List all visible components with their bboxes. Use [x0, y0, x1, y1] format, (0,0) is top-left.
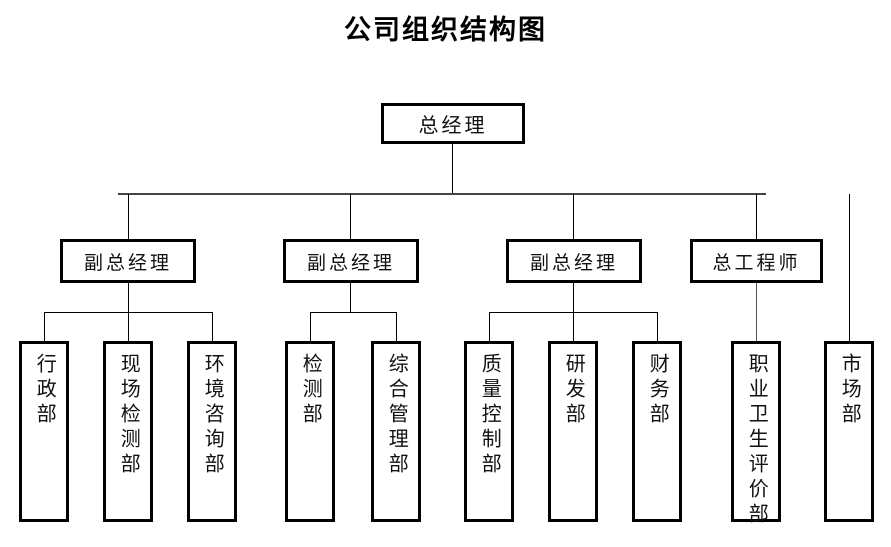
org-node-dept-testing[interactable]: 检测部	[285, 341, 335, 522]
org-node-label: 检测部	[299, 353, 322, 428]
connector-group3-drop-2	[573, 312, 574, 341]
connector-drop-vgm-1	[128, 194, 129, 239]
connector-level2-bar	[118, 193, 766, 195]
connector-group2-drop-1	[310, 312, 311, 341]
org-node-vice-gm-3[interactable]: 副总经理	[506, 239, 642, 283]
connector-group2-drop-2	[396, 312, 397, 341]
org-node-label: 研发部	[562, 353, 585, 428]
org-node-chief-engineer[interactable]: 总工程师	[690, 239, 823, 283]
org-node-dept-comprehensive-management[interactable]: 综合管理部	[371, 341, 421, 522]
org-node-label: 副总经理	[306, 252, 395, 274]
org-node-dept-finance[interactable]: 财务部	[632, 341, 682, 522]
connector-drop-chief-engineer	[756, 194, 757, 239]
connector-drop-marketing	[849, 194, 850, 341]
connector-group1-stem	[128, 283, 129, 312]
page-title: 公司组织结构图	[344, 15, 547, 45]
org-node-label: 副总经理	[529, 252, 618, 274]
connector-group1-drop-1	[44, 312, 45, 341]
org-node-label: 环境咨询部	[201, 353, 224, 478]
org-node-label: 行政部	[33, 353, 56, 428]
org-node-dept-onsite-testing[interactable]: 现场检测部	[103, 341, 153, 522]
org-node-label: 总工程师	[712, 252, 801, 274]
org-node-dept-occupational-health-assessment[interactable]: 职业卫生评价部	[731, 341, 781, 528]
org-node-label: 综合管理部	[385, 353, 408, 478]
org-node-label: 财务部	[646, 353, 669, 428]
connector-group3-drop-3	[657, 312, 658, 341]
org-node-dept-administration[interactable]: 行政部	[19, 341, 69, 522]
org-node-dept-quality-control[interactable]: 质量控制部	[464, 341, 514, 522]
org-node-label: 现场检测部	[117, 353, 140, 478]
org-node-label: 总经理	[418, 115, 488, 137]
org-node-vice-gm-2[interactable]: 副总经理	[283, 239, 419, 283]
connector-drop-vgm-2	[350, 194, 351, 239]
org-node-dept-environmental-consulting[interactable]: 环境咨询部	[187, 341, 237, 522]
connector-group4-stem	[756, 283, 757, 341]
connector-group1-drop-2	[128, 312, 129, 341]
connector-group1-drop-3	[212, 312, 213, 341]
org-node-label: 质量控制部	[478, 353, 501, 478]
org-node-dept-marketing[interactable]: 市场部	[824, 341, 874, 522]
org-node-dept-research-development[interactable]: 研发部	[548, 341, 598, 522]
connector-group2-bar	[310, 312, 396, 313]
org-node-label: 市场部	[838, 353, 861, 428]
connector-group3-drop-1	[489, 312, 490, 341]
connector-group2-stem	[350, 283, 351, 312]
org-node-label: 职业卫生评价部	[745, 353, 768, 528]
org-node-general-manager[interactable]: 总经理	[381, 103, 525, 144]
org-node-label: 副总经理	[83, 252, 172, 274]
connector-drop-vgm-3	[573, 194, 574, 239]
connector-group3-stem	[573, 283, 574, 312]
connector-root-stem	[452, 144, 453, 194]
org-node-vice-gm-1[interactable]: 副总经理	[60, 239, 196, 283]
